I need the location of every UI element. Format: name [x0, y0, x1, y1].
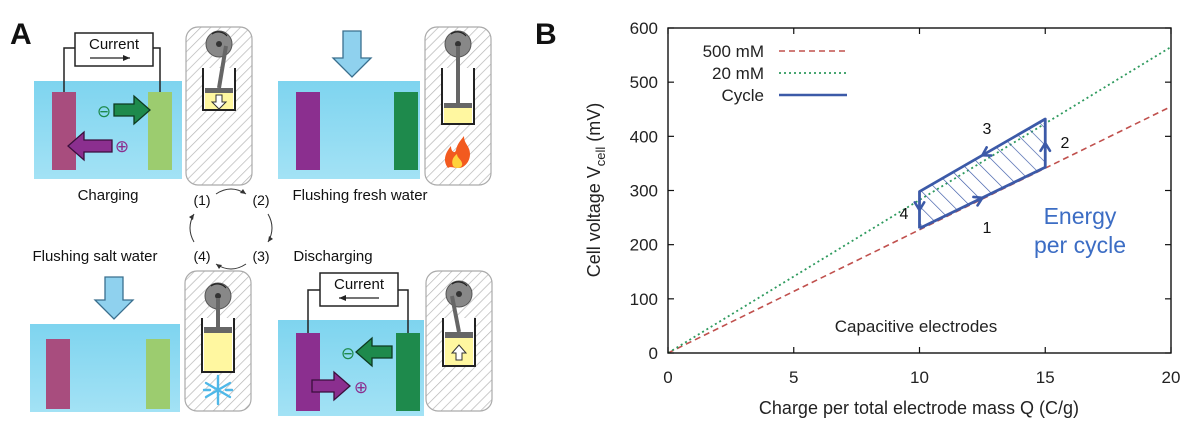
fresh-water-electrode-left: [296, 92, 320, 170]
legend-label-cycle: Cycle: [721, 86, 764, 105]
x-tick-label: 10: [910, 368, 929, 387]
discharging-plus-symbol: ⊕: [354, 378, 368, 397]
discharging-current-box: [319, 272, 399, 307]
point-label-1: 1: [983, 220, 992, 237]
discharging-cell: Current ⊖ ⊕: [278, 272, 424, 416]
y-axis-label: Cell voltage Vcell (mV): [584, 103, 608, 278]
salt-water-electrode-right: [146, 339, 170, 409]
engine-discharging: [425, 270, 493, 412]
charging-cation-arrow: [67, 130, 113, 162]
x-tick-label: 5: [789, 368, 798, 387]
cycle-step-4: (4): [193, 248, 210, 264]
x-tick-label: 0: [663, 368, 672, 387]
discharging-current-arrowhead: [339, 295, 346, 301]
energy-label-line1: Energy: [1044, 203, 1117, 229]
y-tick-label: 200: [630, 236, 658, 255]
fresh-water-arrow: [331, 30, 373, 78]
salt-water-arrow: [93, 276, 135, 320]
cycle-step-1: (1): [193, 192, 210, 208]
cycle-indicator: (1) (2) (3) (4): [189, 188, 273, 270]
engine-fresh-piston: [444, 103, 472, 108]
y-tick-label: 100: [630, 290, 658, 309]
y-tick-label: 300: [630, 182, 658, 201]
point-label-2: 2: [1061, 135, 1070, 152]
charging-current-arrowhead: [123, 55, 130, 61]
engine-charging-piston: [205, 88, 233, 93]
cycle-arrow-1: [972, 195, 985, 207]
engine-charging: [185, 26, 253, 186]
energy-label-line2: per cycle: [1034, 232, 1126, 258]
salt-water-label: Flushing salt water: [32, 248, 157, 265]
salt-water-electrode-left: [46, 339, 70, 409]
salt-water-cell: [30, 276, 180, 412]
discharging-current-label: Current: [334, 276, 385, 293]
y-tick-label: 400: [630, 127, 658, 146]
cycle-arrow-2: [1039, 140, 1052, 153]
series-cycle-line: [918, 117, 1047, 230]
plot-frame: [667, 27, 1172, 354]
discharging-label: Discharging: [293, 248, 372, 265]
charging-current-box: [74, 32, 154, 67]
engine-charging-down-arrow: [210, 94, 228, 110]
flame-icon: [444, 136, 470, 168]
engine-salt: [184, 270, 252, 412]
snowflake-icon: [202, 374, 234, 406]
series-20mm-line: [668, 46, 1171, 353]
cycle-energy-area: [919, 119, 1046, 229]
legend-label-500: 500 mM: [703, 42, 764, 61]
panel-b: B 0 100 200 300 400 500 600 0 5 10 15 20 500 mM 20…: [535, 18, 1180, 418]
charging-minus-symbol: ⊖: [97, 102, 111, 121]
discharging-anion-arrow: [355, 336, 393, 368]
y-tick-label: 600: [630, 19, 658, 38]
engine-fresh: [424, 26, 492, 186]
engine-charging-rod: [217, 45, 228, 89]
engine-discharging-piston: [445, 332, 473, 338]
discharging-electrode-left: [296, 333, 320, 411]
fresh-water-electrode-right: [394, 92, 418, 170]
x-axis-ticks: 0 5 10 15 20: [663, 28, 1180, 387]
y-axis-ticks: 0 100 200 300 400 500 600: [630, 19, 1171, 363]
engine-discharging-up-arrow: [450, 344, 468, 361]
x-axis-label: Charge per total electrode mass Q (C/g): [759, 398, 1079, 418]
charging-current-label: Current: [89, 36, 140, 53]
charging-cell: Current ⊖ ⊕ Charging: [34, 32, 182, 204]
fresh-water-cell: Flushing fresh water: [278, 30, 428, 204]
engine-salt-piston: [204, 327, 232, 333]
charging-electrode-right: [148, 92, 172, 170]
series-layer: [668, 46, 1171, 353]
fresh-water-label: Flushing fresh water: [292, 187, 427, 204]
y-tick-label: 0: [649, 344, 658, 363]
discharging-cation-arrow: [311, 370, 351, 402]
cycle-step-2: (2): [252, 192, 269, 208]
panel-a-letter: A: [10, 18, 32, 51]
x-tick-label: 20: [1162, 368, 1181, 387]
point-label-3: 3: [983, 121, 992, 138]
panel-a: A Current ⊖ ⊕ Charging: [10, 18, 493, 416]
charging-plus-symbol: ⊕: [115, 137, 129, 156]
y-tick-label: 500: [630, 73, 658, 92]
charging-electrode-left: [52, 92, 76, 170]
discharging-electrode-right: [396, 333, 420, 411]
legend-label-20: 20 mM: [712, 64, 764, 83]
discharging-minus-symbol: ⊖: [341, 344, 355, 363]
charging-label: Charging: [78, 187, 139, 204]
point-label-4: 4: [900, 206, 909, 223]
panel-b-letter: B: [535, 18, 557, 51]
legend: 500 mM 20 mM Cycle: [703, 42, 847, 105]
series-500mm-line: [668, 105, 1171, 353]
cycle-step-3: (3): [252, 248, 269, 264]
charging-anion-arrow: [113, 94, 151, 126]
x-tick-label: 15: [1036, 368, 1055, 387]
capacitive-electrodes-annotation: Capacitive electrodes: [835, 317, 998, 336]
cycle-arrow-4: [913, 201, 926, 213]
cycle-arrow-3: [980, 146, 993, 157]
